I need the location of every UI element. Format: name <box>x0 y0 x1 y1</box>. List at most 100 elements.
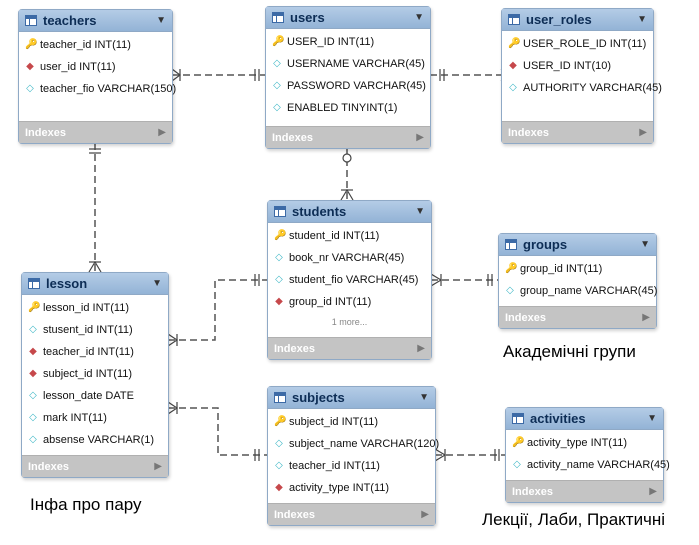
indexes-bar[interactable]: Indexes ▶ <box>266 126 430 148</box>
table-header[interactable]: activities ▼ <box>506 408 663 430</box>
indexes-bar[interactable]: Indexes▶ <box>506 480 663 502</box>
column-row[interactable]: 🔑subject_id INT(11) <box>268 411 435 433</box>
collapse-arrow-icon[interactable]: ▼ <box>156 15 166 26</box>
column-row[interactable]: ◆group_id INT(11) <box>268 291 431 313</box>
primary-key-icon: 🔑 <box>505 263 518 274</box>
column-row[interactable]: ◇ENABLED TINYINT(1) <box>266 97 430 119</box>
collapse-arrow-icon[interactable]: ▼ <box>637 14 647 25</box>
column-row[interactable]: ◆teacher_id INT(11) <box>22 341 168 363</box>
indexes-bar[interactable]: Indexes▶ <box>499 306 656 328</box>
table-header[interactable]: users ▼ <box>266 7 430 29</box>
table-header[interactable]: groups ▼ <box>499 234 656 256</box>
column-row[interactable]: 🔑activity_type INT(11) <box>506 432 663 454</box>
column-row[interactable]: ◇activity_name VARCHAR(45) <box>506 454 670 476</box>
indexes-bar[interactable]: Indexes▶ <box>19 121 172 143</box>
table-lesson[interactable]: lesson ▼ 🔑lesson_id INT(11) ◇stusent_id … <box>21 272 169 478</box>
indexes-label: Indexes <box>274 508 315 521</box>
column-row[interactable]: ◇ lesson_date DATE <box>22 385 168 407</box>
collapse-arrow-icon[interactable]: ▼ <box>640 239 650 250</box>
column-row[interactable]: ◇group_name VARCHAR(45) <box>499 280 657 302</box>
column-label: book_nr VARCHAR(45) <box>289 252 405 264</box>
column-label: subject_name VARCHAR(120) <box>289 438 440 450</box>
column-icon: ◇ <box>275 252 283 263</box>
expand-arrow-icon[interactable]: ▶ <box>417 343 425 354</box>
column-row[interactable]: ◇USERNAME VARCHAR(45) <box>266 53 430 75</box>
column-row[interactable]: ◇ book_nr VARCHAR(45) <box>268 247 431 269</box>
table-icon <box>274 206 286 217</box>
table-user-roles[interactable]: user_roles ▼ 🔑USER_ROLE_ID INT(11) ◆USER… <box>501 8 662 144</box>
column-row[interactable]: ◇AUTHORITY VARCHAR(45) <box>502 77 662 99</box>
table-students[interactable]: students ▼ 🔑student_id INT(11) ◇ book_nr … <box>267 200 432 360</box>
table-icon <box>28 278 40 289</box>
primary-key-icon: 🔑 <box>25 39 38 50</box>
column-row[interactable]: ◆USER_ID INT(10) <box>502 55 653 77</box>
column-row[interactable]: 🔑USER_ROLE_ID INT(11) <box>502 33 653 55</box>
expand-arrow-icon[interactable]: ▶ <box>158 127 166 138</box>
column-row[interactable]: ◆user_id INT(11) <box>19 56 172 78</box>
column-label: lesson_date DATE <box>43 390 134 402</box>
column-row[interactable]: ◇teacher_fio VARCHAR(150) <box>19 78 176 100</box>
column-label: USER_ROLE_ID INT(11) <box>523 38 647 50</box>
table-name: groups <box>523 237 568 252</box>
column-icon: ◇ <box>275 438 283 449</box>
foreign-key-icon: ◆ <box>29 346 37 357</box>
expand-arrow-icon[interactable]: ▶ <box>639 127 647 138</box>
column-icon: ◇ <box>273 58 281 69</box>
column-label: PASSWORD VARCHAR(45) <box>287 80 426 92</box>
caption-groups: Академічні групи <box>503 342 636 361</box>
collapse-arrow-icon[interactable]: ▼ <box>414 12 424 23</box>
table-header[interactable]: teachers ▼ <box>19 10 172 32</box>
expand-arrow-icon[interactable]: ▶ <box>649 486 657 497</box>
column-row[interactable]: ◇absense VARCHAR(1) <box>22 429 168 451</box>
indexes-label: Indexes <box>272 131 313 144</box>
indexes-label: Indexes <box>274 342 315 355</box>
column-row[interactable]: ◇teacher_id INT(11) <box>268 455 435 477</box>
indexes-bar[interactable]: Indexes▶ <box>502 121 653 143</box>
indexes-bar[interactable]: Indexes ▶ <box>268 337 431 359</box>
expand-arrow-icon[interactable]: ▶ <box>642 312 650 323</box>
indexes-bar[interactable]: Indexes ▶ <box>268 503 435 525</box>
expand-arrow-icon[interactable]: ▶ <box>154 461 162 472</box>
column-row[interactable]: ◆subject_id INT(11) <box>22 363 168 385</box>
collapse-arrow-icon[interactable]: ▼ <box>415 206 425 217</box>
foreign-key-icon: ◆ <box>509 60 517 71</box>
indexes-label: Indexes <box>28 460 69 473</box>
column-row[interactable]: ◇student_fio VARCHAR(45) <box>268 269 431 291</box>
indexes-bar[interactable]: Indexes ▶ <box>22 455 168 477</box>
column-row[interactable]: ◇ mark INT(11) <box>22 407 168 429</box>
table-name: lesson <box>46 276 88 291</box>
column-icon: ◇ <box>29 434 37 445</box>
table-groups[interactable]: groups ▼ 🔑group_id INT(11) ◇group_name V… <box>498 233 657 329</box>
column-row[interactable]: ◆activity_type INT(11) <box>268 477 435 499</box>
column-icon: ◇ <box>29 390 37 401</box>
table-activities[interactable]: activities ▼ 🔑activity_type INT(11) ◇act… <box>505 407 670 503</box>
collapse-arrow-icon[interactable]: ▼ <box>419 392 429 403</box>
column-row[interactable]: 🔑group_id INT(11) <box>499 258 656 280</box>
column-row[interactable]: ◇stusent_id INT(11) <box>22 319 168 341</box>
column-icon: ◇ <box>29 412 37 423</box>
column-row[interactable]: 🔑lesson_id INT(11) <box>22 297 168 319</box>
table-name: students <box>292 204 347 219</box>
column-row[interactable]: 🔑student_id INT(11) <box>268 225 431 247</box>
column-label: mark INT(11) <box>43 412 107 424</box>
expand-arrow-icon[interactable]: ▶ <box>416 132 424 143</box>
expand-arrow-icon[interactable]: ▶ <box>421 509 429 520</box>
column-label: subject_id INT(11) <box>43 368 133 380</box>
table-subjects[interactable]: subjects ▼ 🔑subject_id INT(11) ◇ subject_… <box>267 386 439 526</box>
table-header[interactable]: subjects ▼ <box>268 387 435 409</box>
column-row[interactable]: 🔑teacher_id INT(11) <box>19 34 172 56</box>
collapse-arrow-icon[interactable]: ▼ <box>647 413 657 424</box>
table-users[interactable]: users ▼ 🔑USER_ID INT(11) ◇USERNAME VARCH… <box>265 6 431 149</box>
more-columns-link[interactable]: 1 more... <box>331 317 368 327</box>
collapse-arrow-icon[interactable]: ▼ <box>152 278 162 289</box>
table-header[interactable]: students ▼ <box>268 201 431 223</box>
primary-key-icon: 🔑 <box>512 437 525 448</box>
table-name: teachers <box>43 13 97 28</box>
table-teachers[interactable]: teachers ▼ 🔑teacher_id INT(11) ◆user_id … <box>18 9 176 144</box>
table-header[interactable]: user_roles ▼ <box>502 9 653 31</box>
column-row[interactable]: ◇PASSWORD VARCHAR(45) <box>266 75 430 97</box>
column-row[interactable]: ◇ subject_name VARCHAR(120) <box>268 433 439 455</box>
column-row[interactable]: 🔑USER_ID INT(11) <box>266 31 430 53</box>
table-header[interactable]: lesson ▼ <box>22 273 168 295</box>
column-label: student_fio VARCHAR(45) <box>289 274 419 286</box>
